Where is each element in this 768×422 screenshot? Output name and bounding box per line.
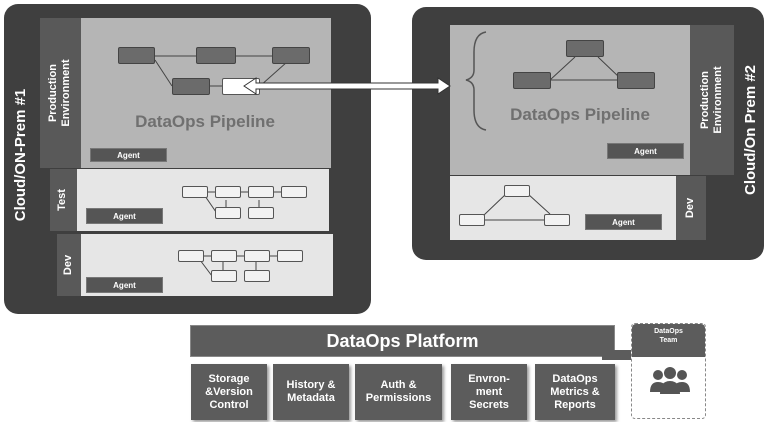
left-dev-node bbox=[244, 270, 270, 282]
left-pipeline-node bbox=[196, 47, 236, 64]
left-pipeline-node bbox=[272, 47, 310, 64]
right-production-label-strip: Production Environment bbox=[690, 25, 734, 175]
left-dev-node bbox=[211, 270, 237, 282]
left-dev-node bbox=[244, 250, 270, 262]
platform-title-bar: DataOps Platform bbox=[190, 325, 615, 357]
left-dev-agent: Agent bbox=[86, 277, 163, 293]
left-test-node bbox=[215, 186, 241, 198]
right-pipeline-node bbox=[566, 40, 604, 57]
people-group-icon bbox=[648, 366, 692, 396]
right-pipeline-title: DataOps Pipeline bbox=[510, 105, 650, 124]
platform-component-auth: Auth &Permissions bbox=[355, 364, 442, 420]
left-pipeline-title: DataOps Pipeline bbox=[135, 112, 275, 131]
dataops-team-box: DataOps Team bbox=[631, 323, 706, 419]
left-test-node bbox=[281, 186, 307, 198]
right-dev-node bbox=[459, 214, 485, 226]
left-test-agent: Agent bbox=[86, 208, 163, 224]
left-pipeline-node bbox=[172, 78, 210, 95]
left-pipeline-node bbox=[118, 47, 155, 64]
right-dev-agent: Agent bbox=[585, 214, 662, 230]
right-dev-node bbox=[544, 214, 570, 226]
left-production-label-strip: Production Environment bbox=[40, 18, 81, 168]
left-test-node bbox=[215, 207, 241, 219]
right-pipeline-node bbox=[513, 72, 551, 89]
left-test-label-strip: Test bbox=[50, 169, 77, 231]
right-pipeline-node bbox=[617, 72, 655, 89]
left-test-node bbox=[182, 186, 208, 198]
left-dev-label-strip: Dev bbox=[57, 234, 81, 296]
left-dev-node bbox=[178, 250, 204, 262]
right-dev-label-strip: Dev bbox=[676, 176, 706, 240]
left-dev-node bbox=[211, 250, 237, 262]
left-dev-node bbox=[277, 250, 303, 262]
right-dev-node bbox=[504, 185, 530, 197]
left-test-node bbox=[248, 207, 274, 219]
right-production-agent: Agent bbox=[607, 143, 684, 159]
platform-component-history: History &Metadata bbox=[273, 364, 349, 420]
left-production-agent: Agent bbox=[90, 148, 167, 162]
left-test-node bbox=[248, 186, 274, 198]
dataops-team-header: DataOps Team bbox=[632, 324, 705, 357]
